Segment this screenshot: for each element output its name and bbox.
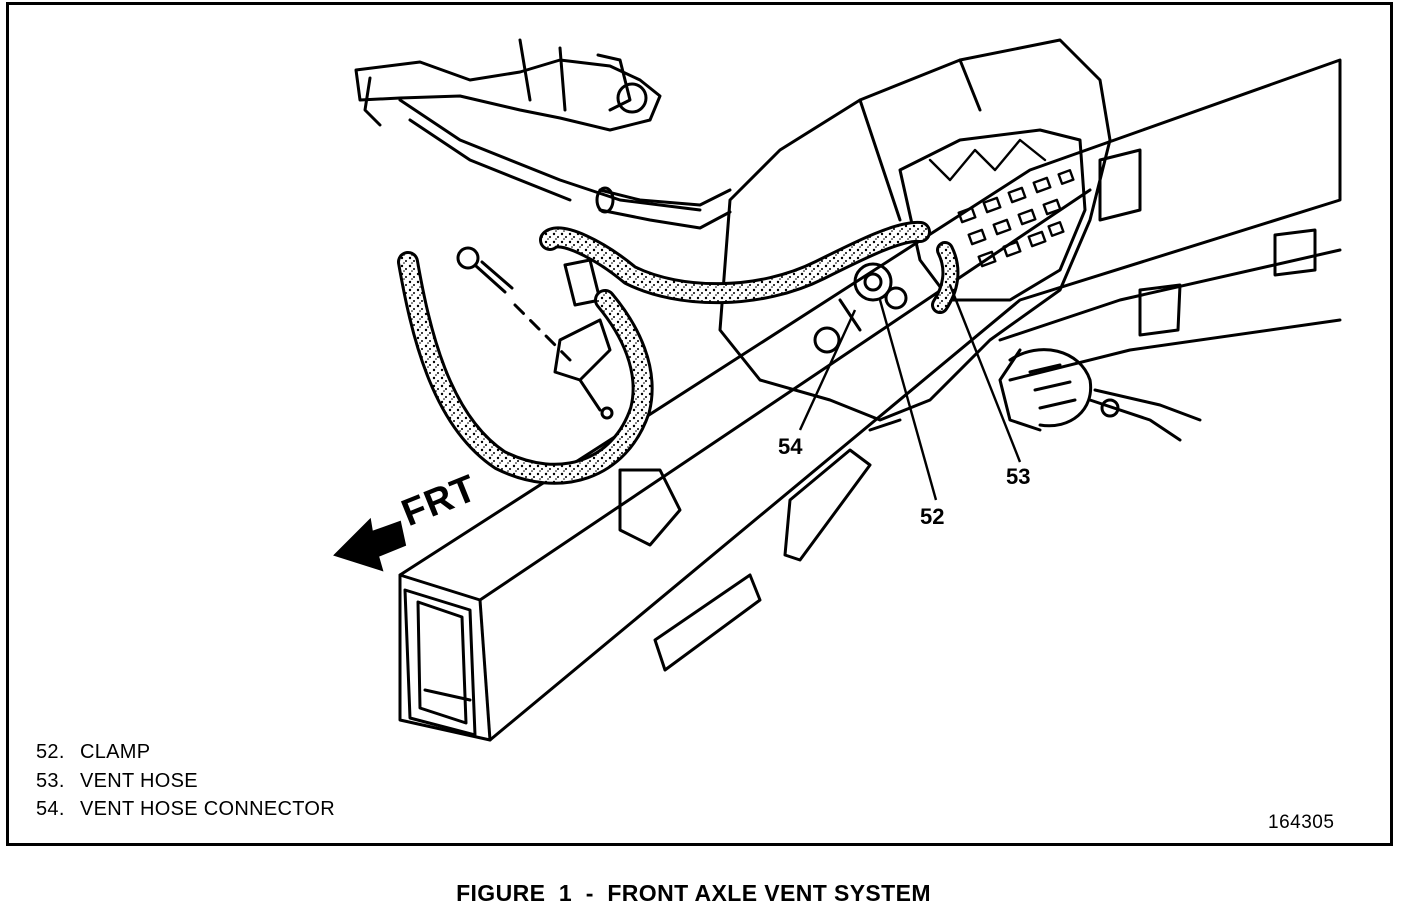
legend-item: 54. VENT HOSE CONNECTOR [36, 795, 335, 824]
front-direction-arrow [333, 517, 407, 572]
leader-53 [948, 284, 1022, 463]
figure-frame [6, 2, 1393, 846]
legend-item-text: VENT HOSE CONNECTOR [80, 798, 335, 820]
callout-52: 52 [920, 504, 945, 529]
legend-item-number: 52. [36, 741, 65, 763]
legend-item-number: 54. [36, 798, 65, 820]
legend-item-text: CLAMP [80, 741, 151, 763]
leader-52 [878, 299, 938, 501]
callout-54: 54 [778, 434, 803, 459]
legend-item-number: 53. [36, 769, 65, 792]
callout-53: 53 [1006, 464, 1031, 489]
parts-legend: 52. CLAMP 53. VENT HOSE 54. VENT HOSE CONNE… [36, 738, 335, 824]
figure-id: 164305 [1268, 812, 1335, 833]
leader-54 [798, 309, 857, 431]
legend-item-text: VENT HOSE [80, 769, 198, 792]
legend-item: 53. VENT HOSE [36, 767, 335, 796]
figure-caption: FIGURE 1 - FRONT AXLE VENT SYSTEM [456, 880, 931, 906]
legend-item: 52. CLAMP [36, 738, 335, 767]
